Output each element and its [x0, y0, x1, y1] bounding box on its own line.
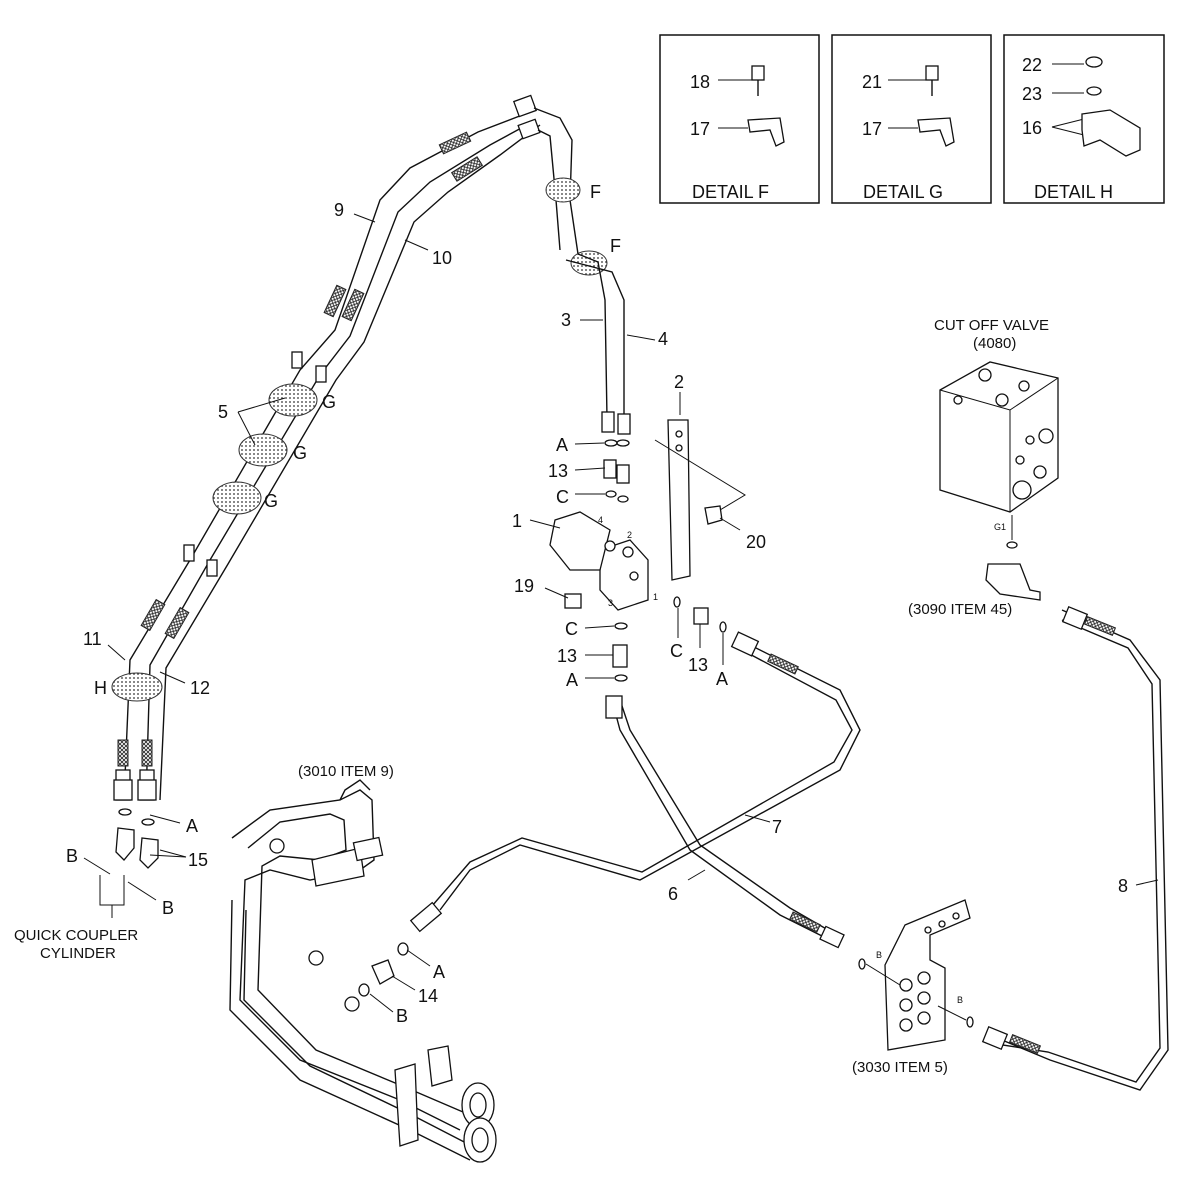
port-label-g1: G1: [994, 522, 1006, 532]
reference-labels: CUT OFF VALVE (4080) (3090 ITEM 45) (301…: [298, 317, 1049, 1076]
label-a-1: A: [556, 435, 568, 455]
label-c-3: C: [670, 641, 683, 661]
solenoid-valve-1: [549, 511, 649, 611]
callout-13-side: 13: [688, 655, 708, 675]
label-f-1: F: [590, 182, 601, 202]
callout-10: 10: [432, 248, 452, 268]
callout-11: 11: [83, 629, 102, 649]
callout-1: 1: [512, 511, 522, 531]
ref-3030-item-5: (3030 ITEM 5): [852, 1059, 948, 1076]
hoses-6-7: [409, 631, 861, 949]
label-a-3: A: [716, 669, 728, 689]
port-label-4: 4: [598, 515, 603, 525]
detail-h-title: DETAIL H: [1034, 182, 1113, 202]
label-h-1: H: [94, 678, 107, 698]
label-c-2: C: [565, 619, 578, 639]
cut-off-valve-block: [939, 361, 1059, 601]
port-label-2: 2: [627, 530, 632, 540]
quick-coupler-label-1: QUICK COUPLER: [14, 927, 138, 944]
detail-g-box: 21 17 DETAIL G: [831, 34, 992, 204]
label-a-2: A: [566, 670, 578, 690]
callout-17: 17: [690, 119, 710, 139]
manifold-3030-item-5: [858, 899, 974, 1051]
port-label-3: 3: [608, 598, 613, 608]
callout-23: 23: [1022, 84, 1042, 104]
boom-pipes: [111, 94, 608, 801]
callout-3: 3: [561, 310, 571, 330]
quick-coupler-label-2: CYLINDER: [40, 945, 116, 962]
callout-19: 19: [514, 576, 534, 596]
port-label-b-left: B: [876, 950, 882, 960]
callout-15: 15: [188, 850, 208, 870]
label-a-5: A: [433, 962, 445, 982]
label-f-2: F: [610, 236, 621, 256]
cut-off-valve-title: CUT OFF VALVE: [934, 317, 1049, 334]
detail-h-box: 22 23 16 DETAIL H: [1003, 34, 1165, 204]
callout-21: 21: [862, 72, 882, 92]
hose-8: [981, 605, 1169, 1091]
valve-fittings: [564, 439, 727, 682]
leader-lines: [107, 213, 1159, 1013]
callout-13-top: 13: [548, 461, 568, 481]
label-g-3: G: [264, 491, 278, 511]
callout-12: 12: [190, 678, 210, 698]
callout-5: 5: [218, 402, 228, 422]
detail-g-title: DETAIL G: [863, 182, 943, 202]
port-label-b-right: B: [957, 995, 963, 1005]
label-b-3: B: [396, 1006, 408, 1026]
label-g-2: G: [293, 443, 307, 463]
label-a-4: A: [186, 816, 198, 836]
label-b-2: B: [162, 898, 174, 918]
callout-20: 20: [746, 532, 766, 552]
callout-9: 9: [334, 200, 344, 220]
bracket-2: [654, 419, 746, 581]
pipes-3-4: [565, 253, 631, 435]
callout-6: 6: [668, 884, 678, 904]
callout-18: 18: [690, 72, 710, 92]
callout-4: 4: [658, 329, 668, 349]
ref-3010-item-9: (3010 ITEM 9): [298, 763, 394, 780]
callouts: 9 10 3 4 2 5 A 13 C 1 20 19 C 13 A C 13 …: [14, 182, 1128, 1026]
ref-3090-item-45: (3090 ITEM 45): [908, 601, 1012, 618]
callout-7: 7: [772, 817, 782, 837]
callout-17: 17: [862, 119, 882, 139]
label-g-1: G: [322, 392, 336, 412]
label-b-1: B: [66, 846, 78, 866]
callout-14: 14: [418, 986, 438, 1006]
label-c-1: C: [556, 487, 569, 507]
fitting-14: [358, 942, 409, 997]
coupler-fittings: [83, 808, 159, 918]
frame-3010-item-9: [229, 779, 497, 1163]
port-label-1: 1: [653, 592, 658, 602]
detail-f-title: DETAIL F: [692, 182, 769, 202]
callout-22: 22: [1022, 55, 1042, 75]
cut-off-valve-code: (4080): [973, 335, 1016, 352]
callout-2: 2: [674, 372, 684, 392]
callout-16: 16: [1022, 118, 1042, 138]
callout-8: 8: [1118, 876, 1128, 896]
detail-f-box: 18 17 DETAIL F: [659, 34, 820, 204]
callout-13-bottom: 13: [557, 646, 577, 666]
